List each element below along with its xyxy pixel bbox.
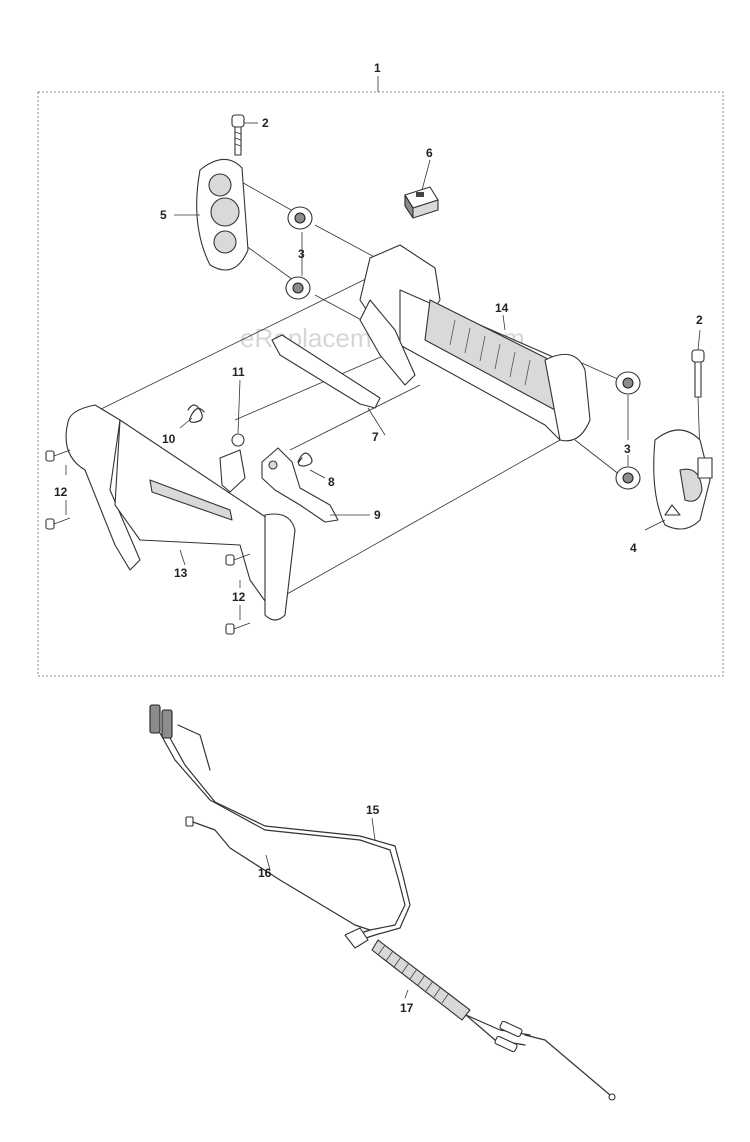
callout-17: 17 [400,1001,414,1015]
part-9-trigger [261,447,339,523]
part-3-bushing-lower-left [285,276,311,300]
callout-7: 7 [372,430,379,444]
callout-4: 4 [630,541,637,555]
part-2-screw-top [231,114,245,156]
callout-8: 8 [328,475,335,489]
callout-labels: 1 2 5 3 6 14 2 11 10 7 8 9 12 13 12 3 4 … [54,61,703,1015]
part-13-handle-grip [65,404,296,621]
callout-leader-lines [65,122,701,999]
callout-14: 14 [495,301,509,315]
part-15-wiring-harness [149,704,411,941]
callout-12-bottom: 12 [232,590,246,604]
callout-6: 6 [426,146,433,160]
part-14-handle-frame [359,244,591,442]
part-8-spring [297,452,313,467]
callout-16: 16 [258,866,272,880]
callout-2-top: 2 [262,116,269,130]
part-6-switch [404,186,439,219]
callout-10: 10 [162,432,176,446]
part-3-bushing-lower-right [615,466,641,490]
callout-1: 1 [374,61,381,75]
part-17-throttle-cable [344,927,616,1101]
callout-9: 9 [374,508,381,522]
part-16-stop-cable [185,816,371,931]
part-12-screw-b [45,517,71,530]
part-11-latch [219,433,246,493]
callout-2-right: 2 [696,313,703,327]
part-12-screw-d [225,622,251,635]
assembly-boundary-box [37,91,724,677]
callout-15: 15 [366,803,380,817]
callout-13: 13 [174,566,188,580]
part-12-screw-c [225,553,251,566]
part-3-bushing-upper-right [615,371,641,395]
callout-12-left: 12 [54,485,68,499]
part-7-throttle-lever [271,334,381,409]
callout-3-left: 3 [298,247,305,261]
part-10-spring [187,404,205,423]
part-12-screw-a [45,449,71,462]
part-4-end-cap-right [653,429,713,530]
part-5-end-cap [196,158,249,271]
callout-3-right: 3 [624,442,631,456]
callout-5: 5 [160,208,167,222]
callout-11: 11 [232,365,245,379]
part-3-bushing-upper-left [287,206,313,230]
part-2-screw-right [691,349,705,456]
